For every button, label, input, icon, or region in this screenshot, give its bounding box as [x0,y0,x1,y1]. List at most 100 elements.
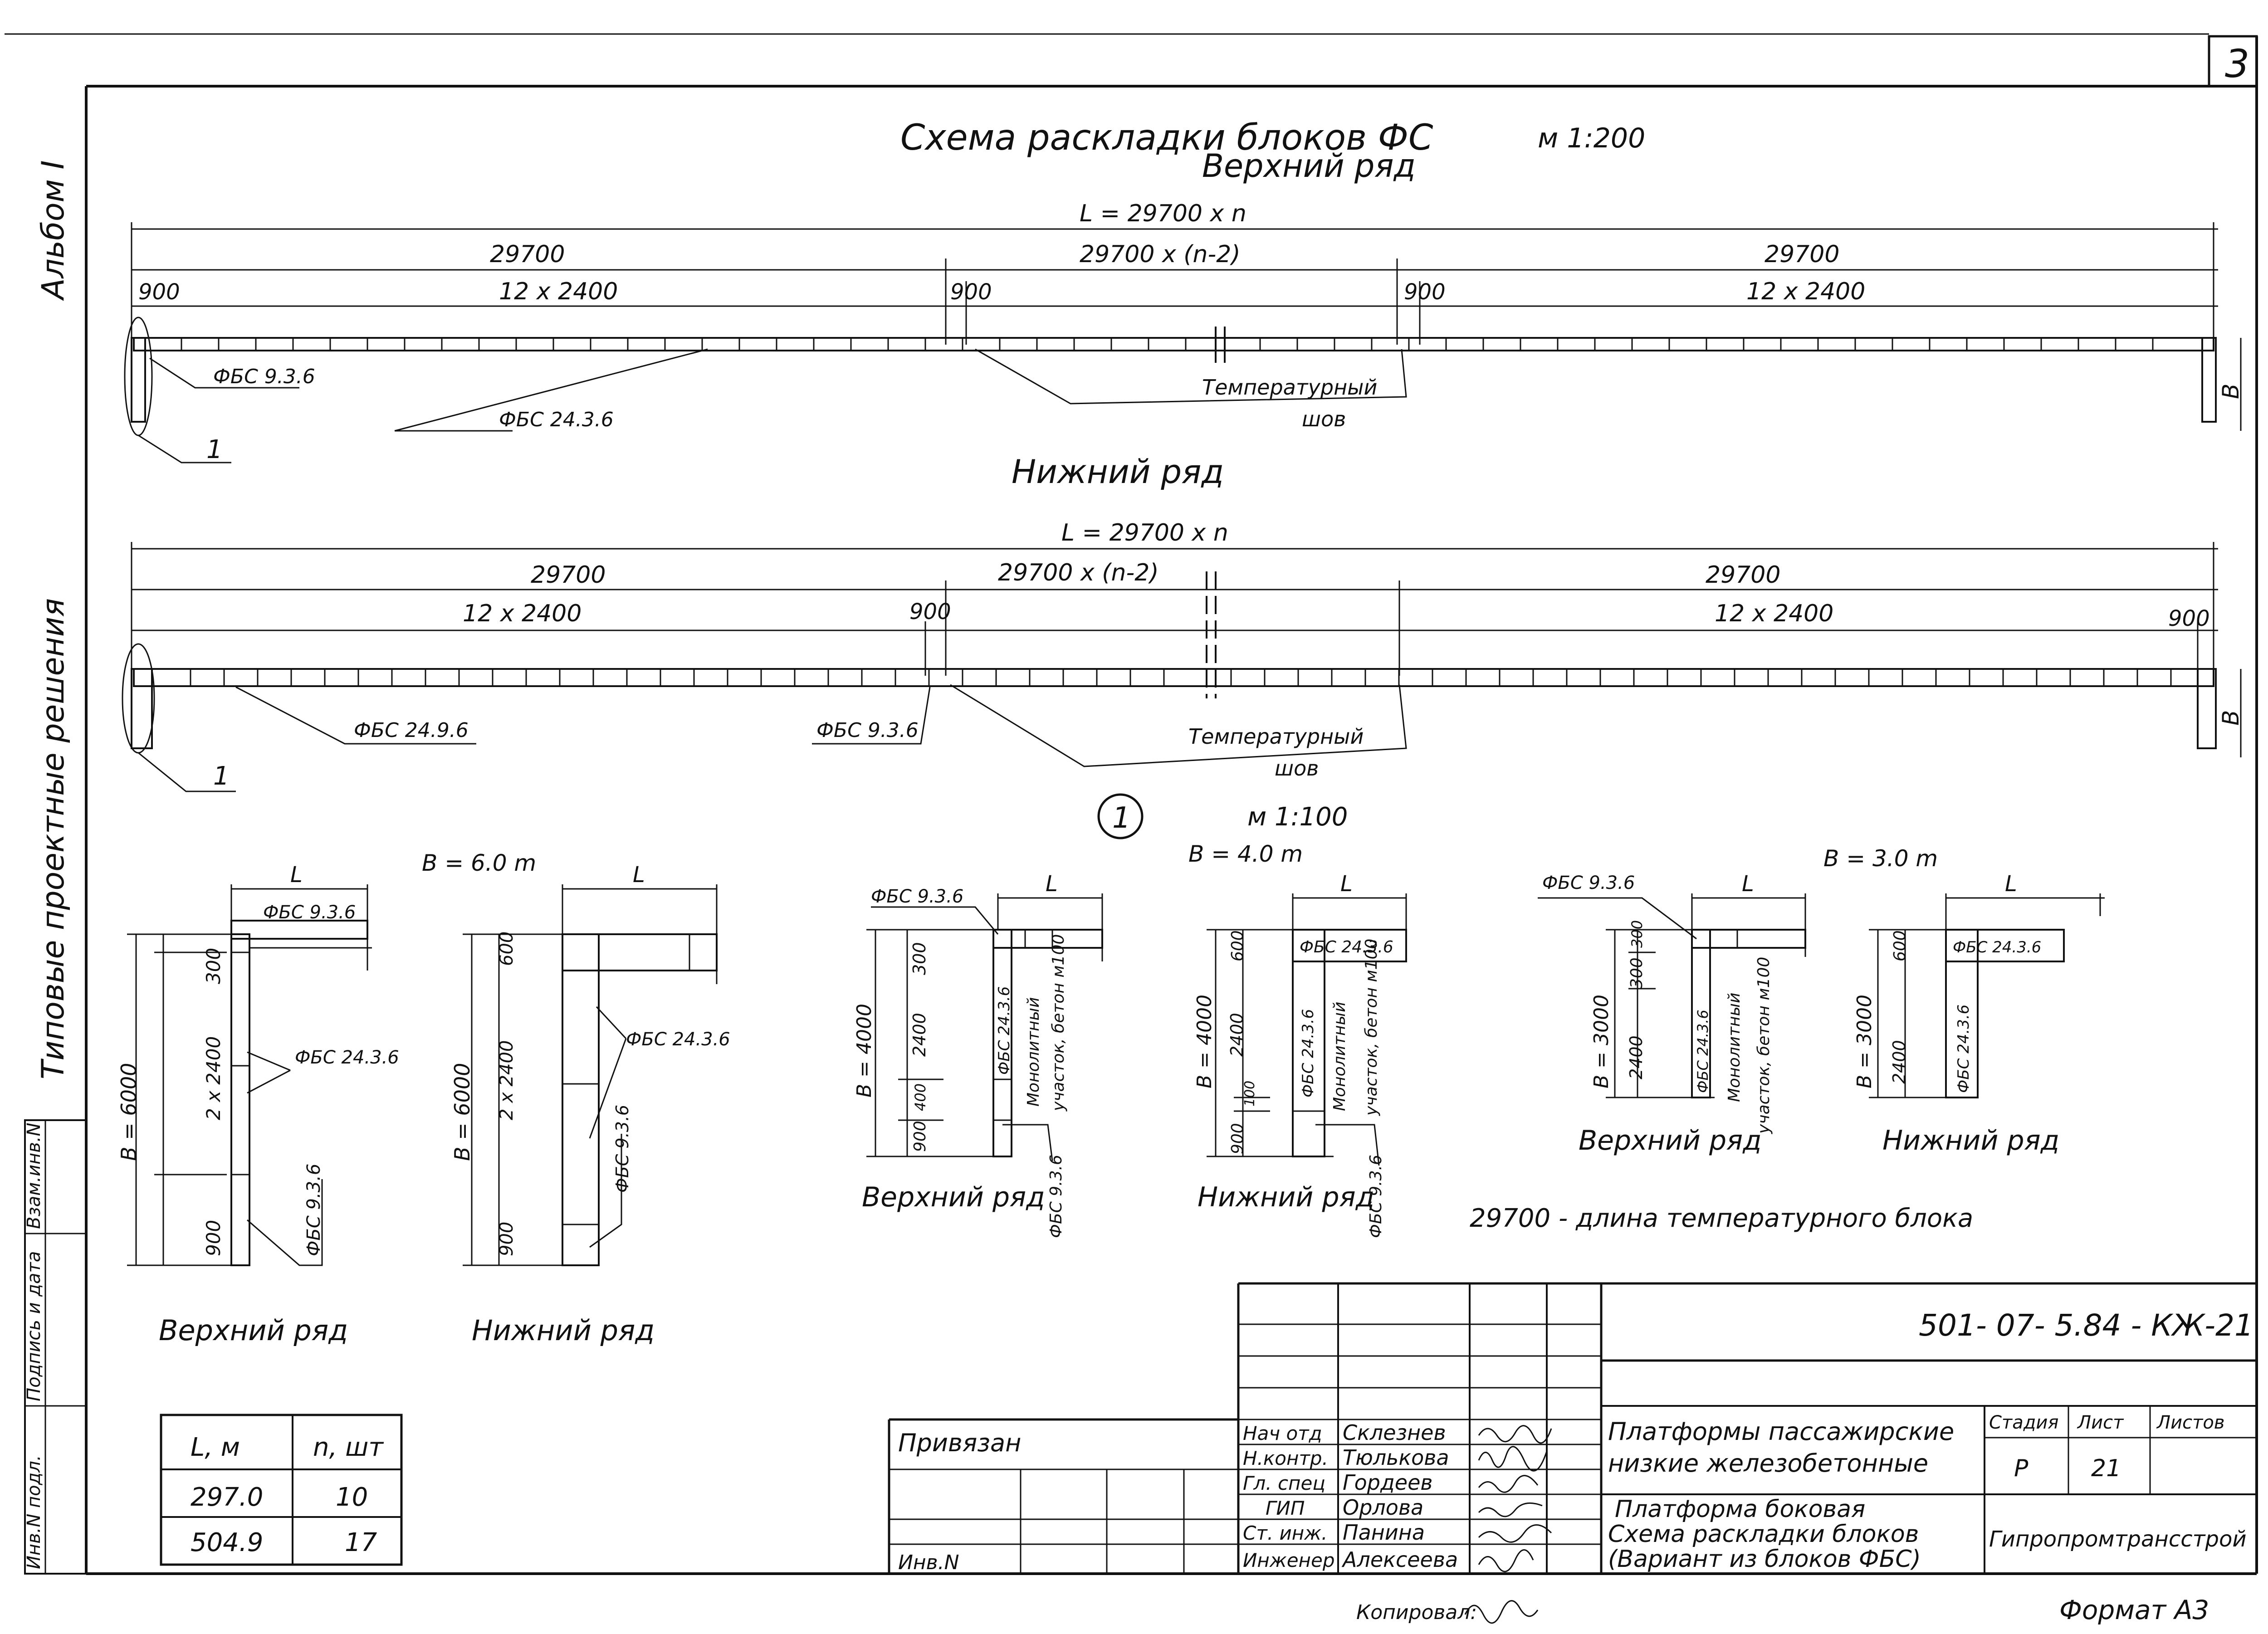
detail-b4l-fbs2436-top: ФБС 24.3.6 [1300,938,1393,956]
detail-b4u-900: 900 [911,1121,929,1152]
detail-b3u-caption: Верхний ряд [1579,1125,1762,1156]
detail-b4l-600: 600 [1228,930,1247,961]
detail-scale: м 1:100 [1247,802,1348,832]
detail-b4l-monolith1: Монолитный [1330,1002,1349,1111]
detail-b4-upper [866,893,1103,1161]
detail-b3u-300b: 300 [1628,957,1646,989]
detail-b4u-L: L [1046,871,1058,897]
upper-total-dim: L = 29700 x n [1080,200,1246,227]
album-label: Альбом I [35,160,71,301]
name-6: Алексеева [1341,1547,1458,1572]
table-row1-l: 297.0 [191,1483,263,1512]
lower-callout-1: 1 [213,761,230,791]
detail-b3l-600: 600 [1891,930,1909,961]
detail-mark: 1 [1112,801,1131,835]
detail-b3u-fbs936: ФБС 9.3.6 [1542,873,1635,893]
detail-b4u-monolith1: Монолитный [1024,997,1043,1107]
detail-b6u-caption: Верхний ряд [159,1314,348,1347]
signatures [1478,1425,1552,1572]
table-header-n: n, шт [313,1433,384,1462]
role-4: ГИП [1266,1497,1305,1519]
sheet-title-3: (Вариант из блоков ФБС) [1608,1546,1921,1573]
name-4: Орлова [1343,1495,1423,1520]
stamp-replace: Взам.инв.N [24,1123,44,1229]
length-table [160,1414,403,1566]
name-1: Склезнев [1343,1420,1446,1445]
detail-b4l-fbs936: ФБС 9.3.6 [1367,1155,1385,1238]
sheet-number: 3 [2225,42,2249,87]
detail-b4u-300: 300 [909,942,929,975]
role-3: Гл. спец [1243,1472,1325,1494]
upper-d900-b: 900 [950,279,992,305]
lower-seg-left: 29700 [531,561,606,589]
upper-callout-1: 1 [206,435,223,464]
detail-b4u-fbs936-top: ФБС 9.3.6 [871,886,963,907]
role-1: Нач отд [1243,1422,1322,1444]
upper-blocks-right: 12 x 2400 [1746,278,1865,305]
stamp-inv: Инв.N подл. [24,1455,44,1569]
sheets-header: Листов [2156,1412,2224,1433]
detail-b4l-b4000: B = 4000 [1193,995,1216,1088]
doc-code: 501- 07- 5.84 - КЖ-21 [1919,1308,2253,1343]
upper-label-fbs936: ФБС 9.3.6 [213,365,315,388]
detail-b6u-L: L [290,862,303,888]
sheet-header: Лист [2077,1412,2124,1433]
detail-b6u-fbs936-bottom: ФБС 9.3.6 [303,1164,324,1256]
detail-b4l-monolith2: участок, бетон м100 [1362,939,1381,1116]
detail-b4u-fbs936-bottom: ФБС 9.3.6 [1047,1155,1066,1238]
lower-dim-b: B [2218,710,2244,726]
project-line1: Платформы пассажирские [1608,1417,1954,1446]
detail-b4l-caption: Нижний ряд [1198,1181,1374,1213]
upper-seg-right: 29700 [1765,241,1839,268]
privyazan-label: Привязан [898,1429,1021,1457]
detail-b3u-fbs2436: ФБС 24.3.6 [1694,1010,1711,1093]
detail-b4u-fbs2436: ФБС 24.3.6 [995,986,1013,1075]
upper-label-fbs2436: ФБС 24.3.6 [499,408,614,431]
detail-b6u-fbs2436: ФБС 24.3.6 [295,1047,399,1068]
upper-d900-a: 900 [138,279,180,305]
detail-b6l-L: L [633,862,645,888]
stage-value: Р [2014,1455,2028,1482]
lower-label-fbs2496: ФБС 24.9.6 [354,719,469,742]
detail-b4u-monolith2: участок, бетон м100 [1049,934,1068,1112]
detail-b6l-900: 900 [496,1222,517,1256]
detail-b3: B = 3.0 m [1823,845,1938,872]
detail-b6l-fbs936: ФБС 9.3.6 [612,1105,632,1193]
detail-b4u-b4000: B = 4000 [853,1004,876,1097]
lower-row-title: Нижний ряд [1012,453,1224,491]
role-2: Н.контр. [1243,1447,1328,1469]
lower-total-dim: L = 29700 x n [1061,519,1228,546]
detail-b6u-900: 900 [202,1220,225,1256]
detail-b6u-300: 300 [202,948,225,984]
upper-block-joints [181,338,2154,351]
detail-b6u-b6000: B = 6000 [117,1063,141,1161]
stamp-sign: Подпись и дата [24,1251,44,1401]
detail-b3u-monolith1: Монолитный [1725,993,1744,1102]
upper-blocks-left: 12 x 2400 [499,278,618,305]
detail-b4l-2400: 2400 [1227,1013,1247,1057]
detail-b6-lower [463,884,718,1266]
table-row1-n: 10 [336,1483,368,1512]
inv-label: Инв.N [898,1551,959,1574]
detail-b4u-400: 400 [912,1083,929,1111]
detail-b6l-600: 600 [496,932,517,966]
sheet-title-1: Платформа боковая [1615,1496,1865,1523]
detail-b6: B = 6.0 m [422,850,536,876]
detail-b3u-monolith2: участок, бетон м100 [1755,957,1773,1134]
upper-seg-left: 29700 [490,241,565,268]
table-header-l: L, м [191,1433,240,1462]
upper-label-joint1: Температурный [1202,375,1377,400]
role-6: Инженер [1243,1549,1335,1571]
lower-blocks-left: 12 x 2400 [463,600,582,627]
detail-b3l-2400: 2400 [1889,1040,1909,1084]
name-5: Панина [1343,1520,1425,1545]
name-3: Гордеев [1343,1470,1433,1495]
detail-b3u-L: L [1742,871,1754,897]
detail-b3u-2400: 2400 [1626,1035,1646,1079]
table-row2-n: 17 [345,1528,377,1557]
scheme-title: Схема раскладки блоков ФС [900,117,1433,158]
detail-b6l-b6000: B = 6000 [450,1063,474,1161]
copied-signature [1464,1600,1539,1624]
detail-b4l-fbs2436: ФБС 24.3.6 [1299,1009,1317,1097]
detail-b4u-2400: 2400 [909,1013,929,1057]
